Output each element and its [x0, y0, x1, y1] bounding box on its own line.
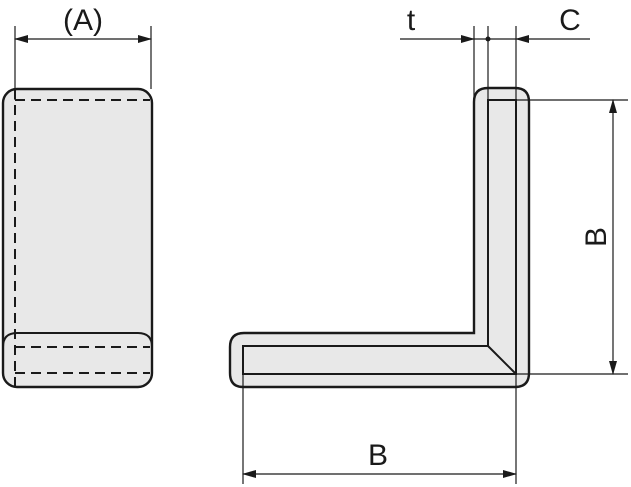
side-view-flange-hidden-edges [15, 346, 150, 374]
bracket-outer-coating [228, 86, 531, 389]
side-view-hidden-edge [14, 89, 150, 387]
bracket-core-corner-line [487, 345, 517, 375]
coating-c-label: C [559, 4, 581, 37]
t-c-junction-dot [485, 36, 491, 42]
width-a-label: (A) [63, 4, 103, 37]
leg-b-vertical-label: B [580, 227, 613, 247]
thickness-t-label: t [407, 4, 416, 37]
side-view: (A) [1, 4, 154, 389]
side-view-body [1, 87, 154, 389]
side-view-flange-edge [2, 332, 153, 348]
leg-b-horizontal-label: B [368, 439, 388, 472]
front-view: t C B B [228, 4, 628, 484]
